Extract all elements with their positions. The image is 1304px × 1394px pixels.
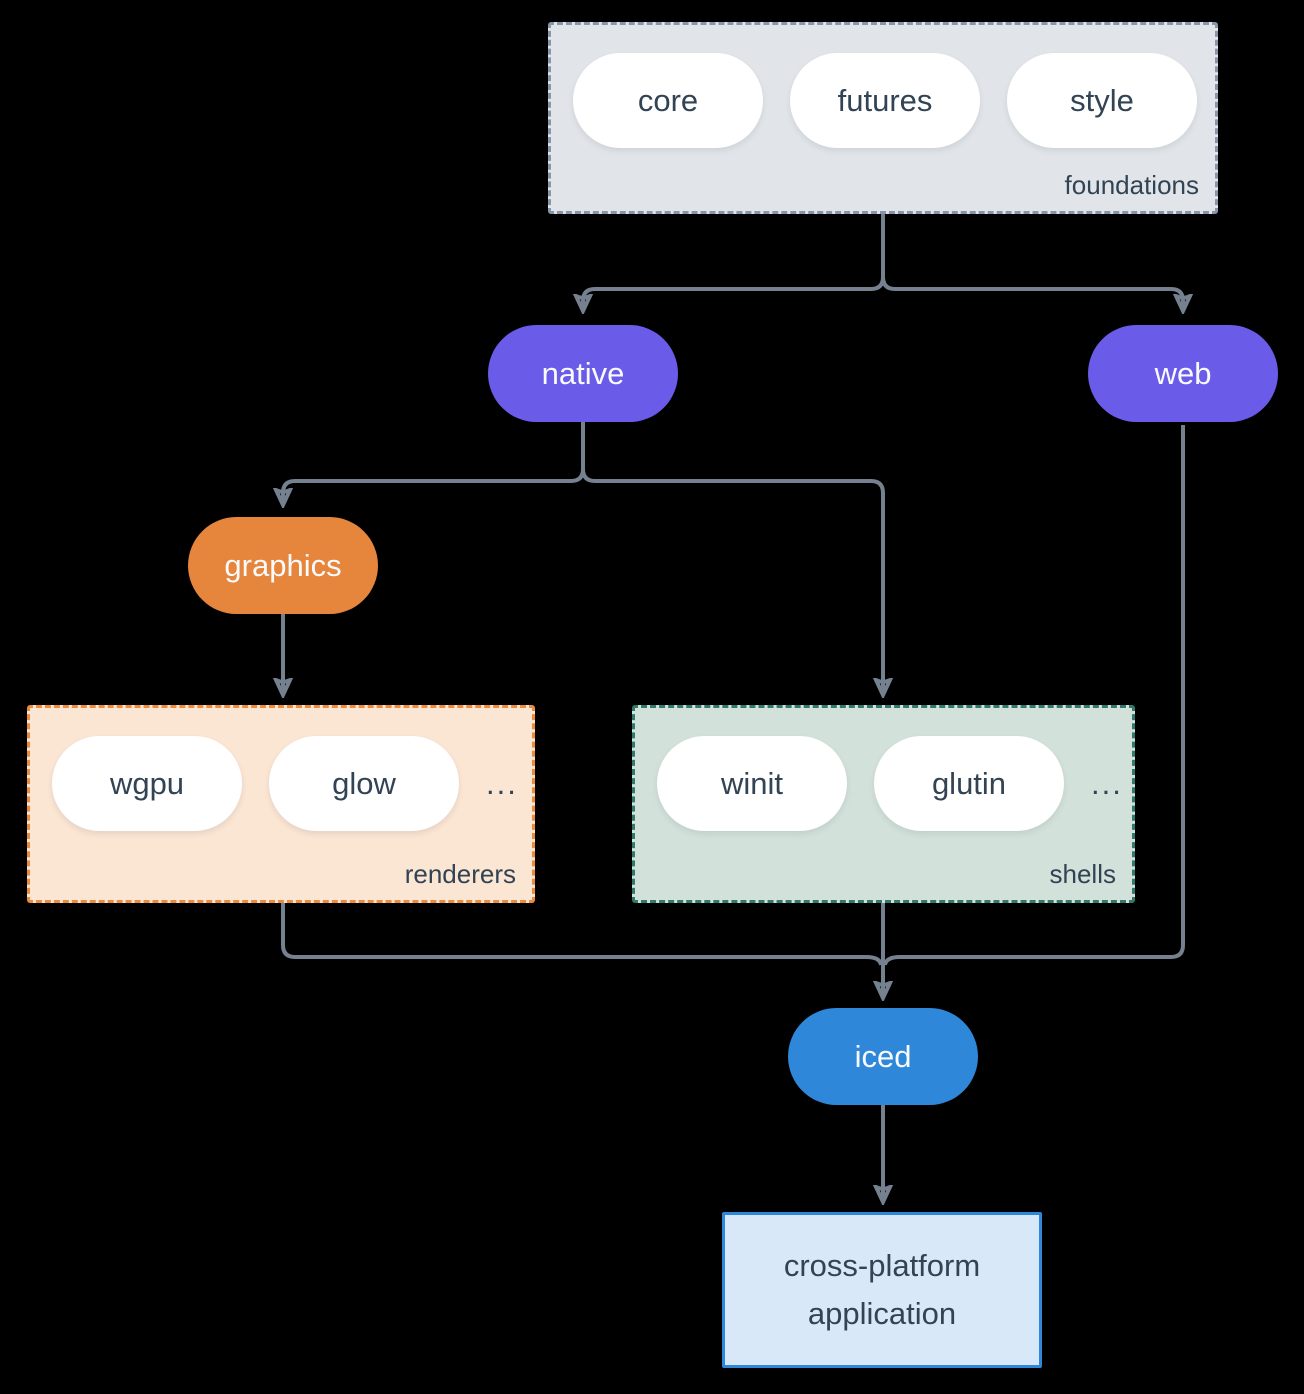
foundations-group-label: foundations [1064, 170, 1199, 200]
foundations-pill-row: core futures style [573, 53, 1197, 148]
edge-native-graphics [283, 422, 585, 504]
edge-native-shells [581, 422, 883, 694]
node-glow: glow [269, 736, 459, 831]
edge-renderers-merge [281, 903, 883, 966]
node-web: web [1088, 325, 1278, 422]
shells-group-label: shells [1049, 859, 1116, 889]
node-futures: futures [790, 53, 980, 148]
node-wgpu: wgpu [52, 736, 242, 831]
shells-group: winit glutin ... shells [632, 705, 1135, 903]
edge-web-merge [883, 425, 1185, 966]
node-core: core [573, 53, 763, 148]
foundations-group: core futures style foundations [548, 22, 1218, 214]
renderers-ellipsis: ... [486, 765, 518, 801]
shells-pill-row: winit glutin ... [657, 736, 1123, 831]
node-cross-platform-application: cross-platform application [722, 1212, 1042, 1368]
edge-foundations-web [881, 214, 1183, 310]
node-iced: iced [788, 1008, 978, 1105]
node-graphics: graphics [188, 517, 378, 614]
shells-ellipsis: ... [1091, 765, 1123, 801]
node-style: style [1007, 53, 1197, 148]
renderers-group-label: renderers [404, 859, 516, 889]
edge-foundations-native [583, 214, 885, 310]
node-winit: winit [657, 736, 847, 831]
node-native: native [488, 325, 678, 422]
renderers-pill-row: wgpu glow ... [52, 736, 518, 831]
node-glutin: glutin [874, 736, 1064, 831]
renderers-group: wgpu glow ... renderers [27, 705, 535, 903]
